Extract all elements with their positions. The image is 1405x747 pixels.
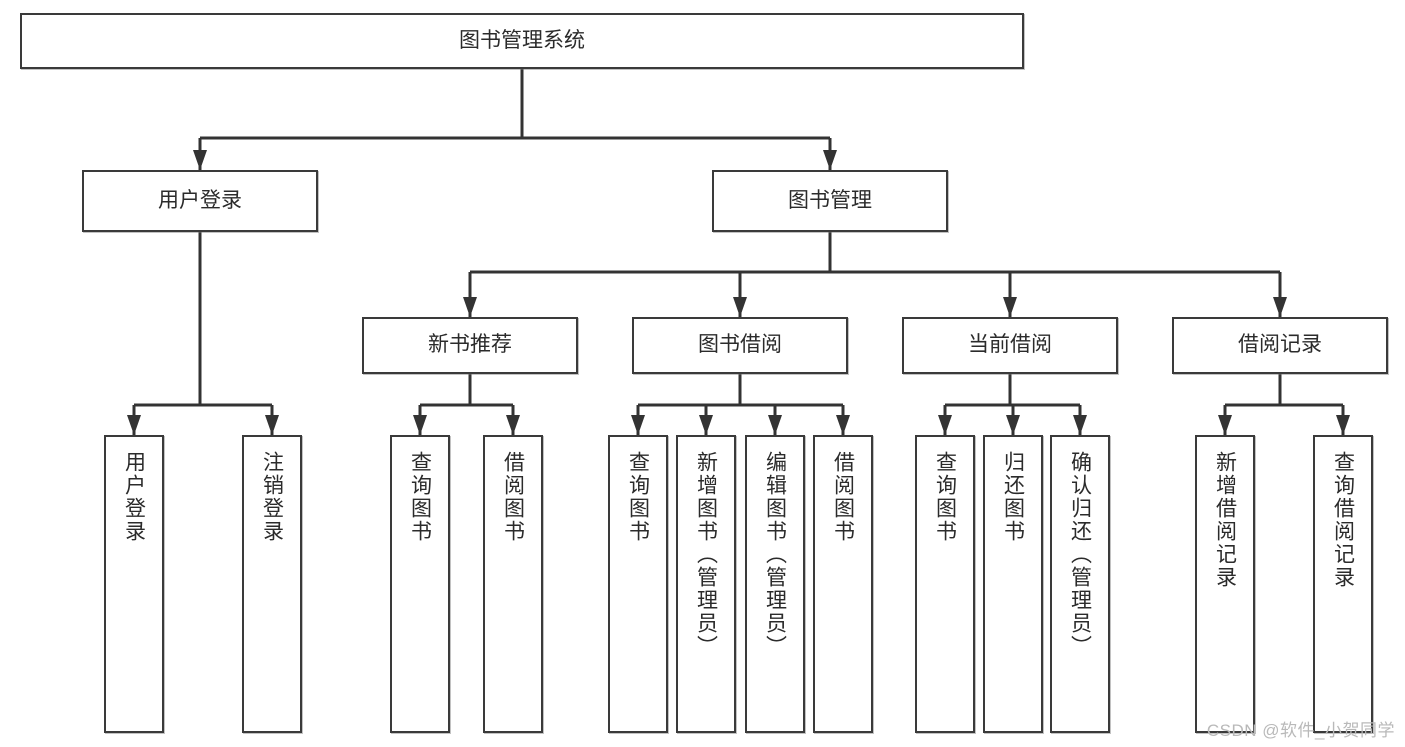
node-leaf-edit-book[interactable]: 编辑图书（管理员） bbox=[745, 435, 805, 733]
node-label: 当前借阅 bbox=[968, 333, 1052, 357]
node-label: 借阅记录 bbox=[1238, 333, 1322, 357]
node-label: 新书推荐 bbox=[428, 333, 512, 357]
node-label: 查询图书 bbox=[408, 451, 432, 543]
node-book-borrow[interactable]: 图书借阅 bbox=[632, 317, 848, 374]
node-book-manage[interactable]: 图书管理 bbox=[712, 170, 948, 232]
node-leaf-add-record[interactable]: 新增借阅记录 bbox=[1195, 435, 1255, 733]
node-leaf-query-book-3[interactable]: 查询图书 bbox=[915, 435, 975, 733]
node-leaf-logout[interactable]: 注销登录 bbox=[242, 435, 302, 733]
node-leaf-query-book-2[interactable]: 查询图书 bbox=[608, 435, 668, 733]
node-leaf-borrow-book-2[interactable]: 借阅图书 bbox=[813, 435, 873, 733]
node-borrow-record[interactable]: 借阅记录 bbox=[1172, 317, 1388, 374]
node-leaf-return-book[interactable]: 归还图书 bbox=[983, 435, 1043, 733]
node-current-borrow[interactable]: 当前借阅 bbox=[902, 317, 1118, 374]
node-label: 查询图书 bbox=[933, 451, 957, 543]
watermark-text: CSDN @软件_小贺同学 bbox=[1206, 721, 1395, 740]
node-label: 确认归还（管理员） bbox=[1068, 451, 1092, 658]
node-label: 用户登录 bbox=[122, 451, 146, 543]
node-label: 新增图书（管理员） bbox=[694, 451, 718, 658]
node-label: 注销登录 bbox=[260, 451, 284, 543]
node-label: 新增借阅记录 bbox=[1213, 451, 1237, 589]
node-label: 借阅图书 bbox=[831, 451, 855, 543]
node-label: 查询借阅记录 bbox=[1331, 451, 1355, 589]
node-label: 用户登录 bbox=[158, 188, 242, 212]
node-root[interactable]: 图书管理系统 bbox=[20, 13, 1024, 69]
node-label: 归还图书 bbox=[1001, 451, 1025, 543]
node-leaf-query-record[interactable]: 查询借阅记录 bbox=[1313, 435, 1373, 733]
node-label: 图书管理系统 bbox=[459, 28, 585, 52]
node-leaf-borrow-book-1[interactable]: 借阅图书 bbox=[483, 435, 543, 733]
node-leaf-confirm-return[interactable]: 确认归还（管理员） bbox=[1050, 435, 1110, 733]
node-label: 借阅图书 bbox=[501, 451, 525, 543]
node-leaf-add-book[interactable]: 新增图书（管理员） bbox=[676, 435, 736, 733]
node-label: 图书借阅 bbox=[698, 333, 782, 357]
node-label: 图书管理 bbox=[788, 188, 872, 212]
node-leaf-query-book-1[interactable]: 查询图书 bbox=[390, 435, 450, 733]
node-label: 查询图书 bbox=[626, 451, 650, 543]
node-label: 编辑图书（管理员） bbox=[763, 451, 787, 658]
node-leaf-user-login[interactable]: 用户登录 bbox=[104, 435, 164, 733]
node-user-login[interactable]: 用户登录 bbox=[82, 170, 318, 232]
node-new-book-rec[interactable]: 新书推荐 bbox=[362, 317, 578, 374]
